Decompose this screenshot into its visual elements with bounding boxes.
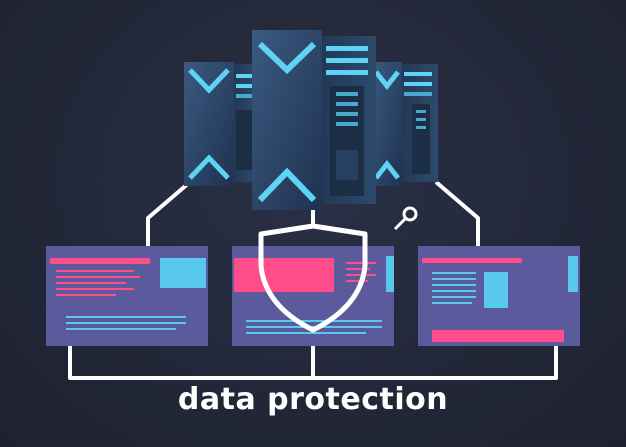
server-rack-right <box>372 62 438 186</box>
magnifier-icon <box>393 206 418 231</box>
server-rack-left <box>184 62 256 186</box>
data-panel-right <box>418 246 580 346</box>
data-panel-left <box>46 246 208 346</box>
shield-icon <box>258 223 368 333</box>
server-rack-center <box>252 30 376 210</box>
caption-text: data protection <box>177 382 449 417</box>
